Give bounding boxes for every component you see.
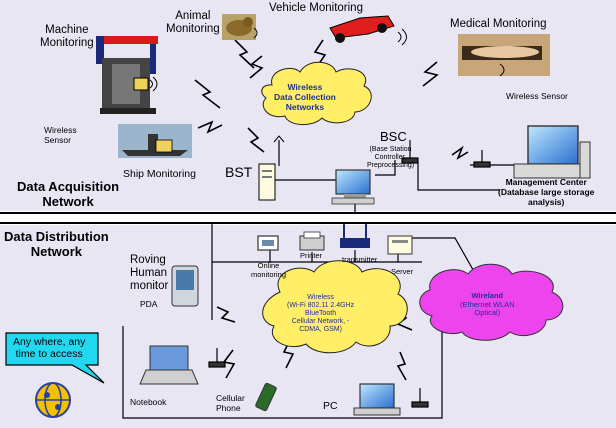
wireland-line3: Optical)	[474, 308, 501, 318]
wireless-line5: CDMA, GSM)	[299, 326, 342, 334]
notebook-label: Notebook	[130, 397, 167, 407]
wireless-cloud-label: Wireless (Wi-Fi 802.11 2.4GHz BlueTooth …	[287, 294, 354, 334]
animal-monitoring-label: Animal Monitoring	[166, 10, 220, 36]
cellular-line2: Phone	[216, 402, 241, 413]
roving-line3: monitor	[130, 280, 169, 293]
wireless-line3: BlueTooth	[305, 310, 337, 318]
online-line2: monitoring	[251, 269, 287, 279]
wireland-line1: Wireland	[471, 291, 504, 300]
cloud-line1: Wireless	[287, 82, 323, 92]
bsc-line1: (Base Station	[369, 146, 412, 153]
wireless-cloud	[262, 260, 408, 354]
animal-icon	[222, 14, 258, 40]
roving-line1: Roving	[130, 254, 166, 266]
antenna-icon	[208, 348, 226, 368]
wireless-line1: Wireless	[307, 294, 334, 301]
printer-icon	[299, 231, 325, 251]
bsc-description: (Base Station Controller, Preprocessing)	[367, 146, 414, 170]
wireland-cloud-label: Wireland (Ethernet WLAN Optical)	[460, 291, 515, 318]
printer-label: Printer	[300, 251, 323, 260]
bst-tower-icon	[258, 135, 285, 201]
transmitter-label: transmitter	[342, 255, 378, 264]
acquisition-network-title: Data Acquisition Network	[17, 179, 120, 210]
machine-icon	[96, 36, 158, 114]
wireless-sensor-left-label: Wireless Sensor	[44, 125, 77, 146]
callout-line2: time to access	[15, 348, 83, 361]
distribution-network-title: Data Distribution Network	[4, 229, 109, 260]
antenna-icon	[411, 388, 429, 408]
pc-label: PC	[323, 400, 338, 412]
cellular-phone-label: Cellular Phone	[216, 393, 245, 414]
bsc-line2: Controller,	[374, 154, 407, 162]
router-icon	[340, 224, 370, 248]
bst-label: BST	[225, 164, 253, 180]
cloud-line2: Data Collection	[274, 91, 336, 102]
globe-icon	[35, 382, 71, 418]
management-center-label: Management Center (Database large storag…	[498, 177, 595, 207]
pc-computer-icon	[353, 383, 401, 416]
bsc-title: BSC	[380, 129, 407, 144]
phone-icon	[255, 382, 277, 412]
wireless-line2: (Wi-Fi 802.11 2.4GHz	[287, 302, 355, 310]
callout-line1: Any where, any	[13, 336, 86, 348]
online-monitor-icon	[257, 235, 279, 251]
pda-icon	[171, 265, 199, 307]
machine-line2: Monitoring	[40, 37, 94, 50]
bsc-computer-icon	[331, 169, 375, 205]
medical-icon	[458, 34, 550, 77]
machine-monitoring-label: Machine Monitoring	[40, 24, 94, 50]
ship-icon	[118, 124, 192, 158]
server-icon	[387, 235, 413, 255]
acquisition-title-line2: Network	[42, 193, 94, 209]
antenna-icon	[401, 140, 491, 168]
ship-monitoring-label: Ship Monitoring	[123, 168, 196, 180]
roving-line2: Human	[130, 267, 168, 280]
wireland-line2: (Ethernet WLAN	[460, 299, 515, 309]
data-collection-cloud	[261, 61, 372, 125]
online-line1: Online	[257, 261, 280, 270]
animal-line2: Monitoring	[166, 23, 220, 36]
mgmt-line3: analysis)	[527, 196, 565, 207]
acquisition-title-line1: Data Acquisition	[17, 179, 120, 194]
wireless-line4: Cellular Network, -	[291, 318, 350, 326]
roving-monitor-label: Roving Human monitor	[130, 254, 168, 294]
notebook-icon	[139, 345, 199, 385]
vehicle-icon	[329, 15, 407, 46]
cellular-line1: Cellular	[216, 393, 245, 403]
sensor-left-line2: Sensor	[44, 134, 71, 145]
sensor-left-line1: Wireless	[44, 125, 77, 135]
wireland-cloud	[419, 263, 564, 341]
animal-line1: Animal	[175, 10, 211, 22]
access-callout	[5, 332, 105, 384]
server-label: Server	[391, 267, 414, 276]
distribution-title-line2: Network	[30, 243, 83, 259]
vehicle-monitoring-label: Vehicle Monitoring	[269, 2, 363, 14]
data-collection-cloud-label: Wireless Data Collection Networks	[274, 82, 336, 112]
network-divider	[0, 211, 616, 225]
distribution-title-line1: Data Distribution	[4, 229, 109, 244]
speaker-sensor-icon	[133, 76, 158, 92]
medical-monitoring-label: Medical Monitoring	[450, 18, 547, 30]
mgmt-line1: Management Center	[505, 177, 587, 187]
access-callout-label: Any where, any time to access	[13, 336, 85, 360]
online-monitoring-label: Online monitoring	[251, 261, 287, 279]
management-computer-icon	[513, 125, 591, 179]
cloud-line3: Networks	[285, 101, 325, 112]
mgmt-line2: (Database large storage	[498, 186, 595, 197]
bsc-line3: Preprocessing)	[367, 162, 415, 170]
pda-label: PDA	[140, 299, 158, 309]
wireless-sensor-right-label: Wireless Sensor	[506, 91, 568, 101]
machine-line1: Machine	[45, 24, 89, 36]
lightning-bolt-icon	[194, 39, 469, 381]
